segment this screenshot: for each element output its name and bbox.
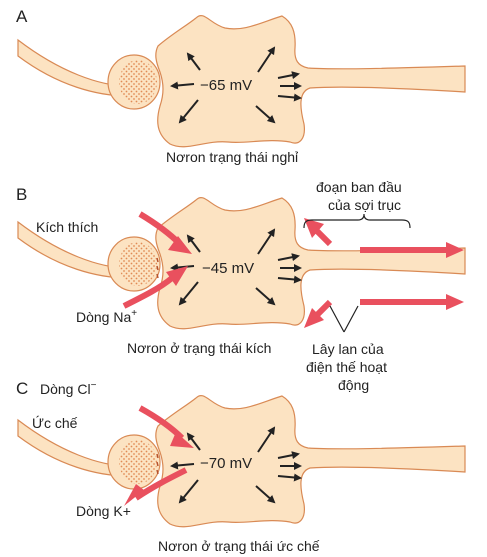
panel-c-caption: Nơron ở trạng thái ức chế	[158, 538, 320, 554]
stimulus-label: Kích thích	[36, 219, 98, 235]
propagation-pointer	[329, 305, 359, 333]
panel-a-voltage: −65 mV	[200, 77, 252, 94]
propagation-label-2: điện thế hoạt	[306, 359, 387, 375]
panel-b-letter: B	[16, 185, 27, 204]
panel-b-voltage: −45 mV	[202, 260, 254, 277]
initial-segment-brace	[303, 213, 411, 229]
na-inflow-arrows	[122, 211, 192, 309]
propagation-label-1: Lây lan của	[312, 341, 384, 357]
panel-c: C −70 mV Dòng Cl− Ức chế Dòng K+ Nơron ở…	[16, 379, 465, 554]
inhibition-label: Ức chế	[32, 415, 78, 431]
initial-segment-label-1: đoạn ban đầu	[316, 179, 402, 195]
ion-flow-arrows-c	[124, 405, 194, 506]
panel-b: B −45 mV Kích thích Dòng Na+ đoạn ban đầ	[16, 179, 465, 393]
panel-a-caption: Nơron trạng thái nghỉ	[166, 149, 299, 165]
k-current-label: Dòng K+	[76, 503, 131, 519]
na-current-label: Dòng Na+	[76, 308, 137, 325]
channel-marks-c	[156, 453, 159, 475]
panel-b-caption: Nơron ở trạng thái kích	[127, 340, 271, 356]
panel-a: A −65 mV Nơron trạng thái nghỉ	[16, 7, 465, 165]
propagation-label-3: động	[338, 377, 369, 393]
initial-segment-arrows	[304, 218, 464, 328]
cl-current-label: Dòng Cl−	[40, 380, 97, 397]
panel-a-letter: A	[16, 7, 28, 26]
panel-c-voltage: −70 mV	[200, 455, 252, 472]
panel-c-letter: C	[16, 379, 28, 398]
initial-segment-label-2: của sợi trục	[328, 197, 401, 213]
channel-marks-b	[156, 257, 159, 279]
